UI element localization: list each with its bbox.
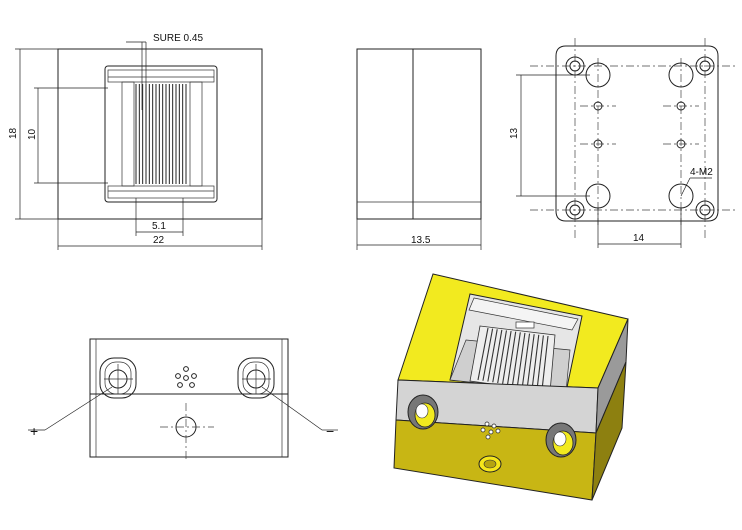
front-width-dim: 22 (153, 235, 165, 246)
front-inner-height-dim: 10 (27, 128, 38, 140)
iso-fin (531, 334, 540, 389)
front-lower-rail (107, 185, 215, 199)
side-width-dim: 13.5 (411, 235, 431, 246)
iso-fin (521, 333, 531, 387)
top-height-dim: 13 (509, 127, 520, 139)
iso-fin (526, 334, 535, 388)
heat-sink-fins (135, 84, 187, 184)
side-view: 13.5 (356, 48, 482, 250)
front-height-dim: 18 (8, 127, 19, 139)
iso-fin (497, 330, 508, 384)
large-hole-tr (668, 62, 694, 88)
iso-fin (487, 329, 498, 382)
top-hole-spacing-dim: 14 (633, 233, 645, 244)
front-outer-frame (57, 48, 263, 220)
iso-right-base-face (591, 361, 627, 501)
iso-fin (541, 335, 549, 391)
iso-right-electrode (545, 422, 577, 458)
iso-left-electrode (407, 394, 439, 430)
left-electrode (99, 357, 137, 399)
front-left-clamp (121, 81, 135, 187)
iso-fin (511, 332, 521, 386)
iso-fins (477, 327, 549, 391)
bottom-view: + − (28, 338, 338, 462)
front-view: SURE 0.45 18 10 5.1 22 (8, 33, 263, 250)
front-right-clamp (189, 81, 203, 187)
right-electrode (237, 357, 275, 399)
iso-fin (482, 328, 494, 381)
hole-callout: 4-M2 (690, 167, 713, 178)
mount-hole-tr (695, 56, 715, 76)
iso-fin (506, 331, 517, 385)
isometric-view (393, 273, 629, 501)
mount-hole-bl (565, 200, 585, 220)
top-view: 4-M2 13 14 (509, 38, 738, 248)
bottom-outer-frame (89, 338, 289, 458)
mount-hole-br (695, 200, 715, 220)
iso-fin (516, 332, 526, 387)
iso-vent-holes (480, 421, 501, 440)
positive-label: + (30, 423, 38, 439)
front-upper-rail (107, 69, 215, 83)
side-outer-frame (356, 48, 482, 220)
iso-fin (477, 327, 489, 381)
vent-holes (175, 366, 197, 388)
front-pocket (104, 65, 218, 203)
iso-fin (536, 335, 544, 390)
top-outer-frame (555, 45, 719, 222)
iso-fin (502, 330, 512, 384)
front-fin-width-dim: 5.1 (152, 221, 166, 232)
negative-label: − (326, 423, 334, 439)
iso-fin (492, 329, 503, 383)
fin-thickness-note: SURE 0.45 (153, 33, 203, 44)
